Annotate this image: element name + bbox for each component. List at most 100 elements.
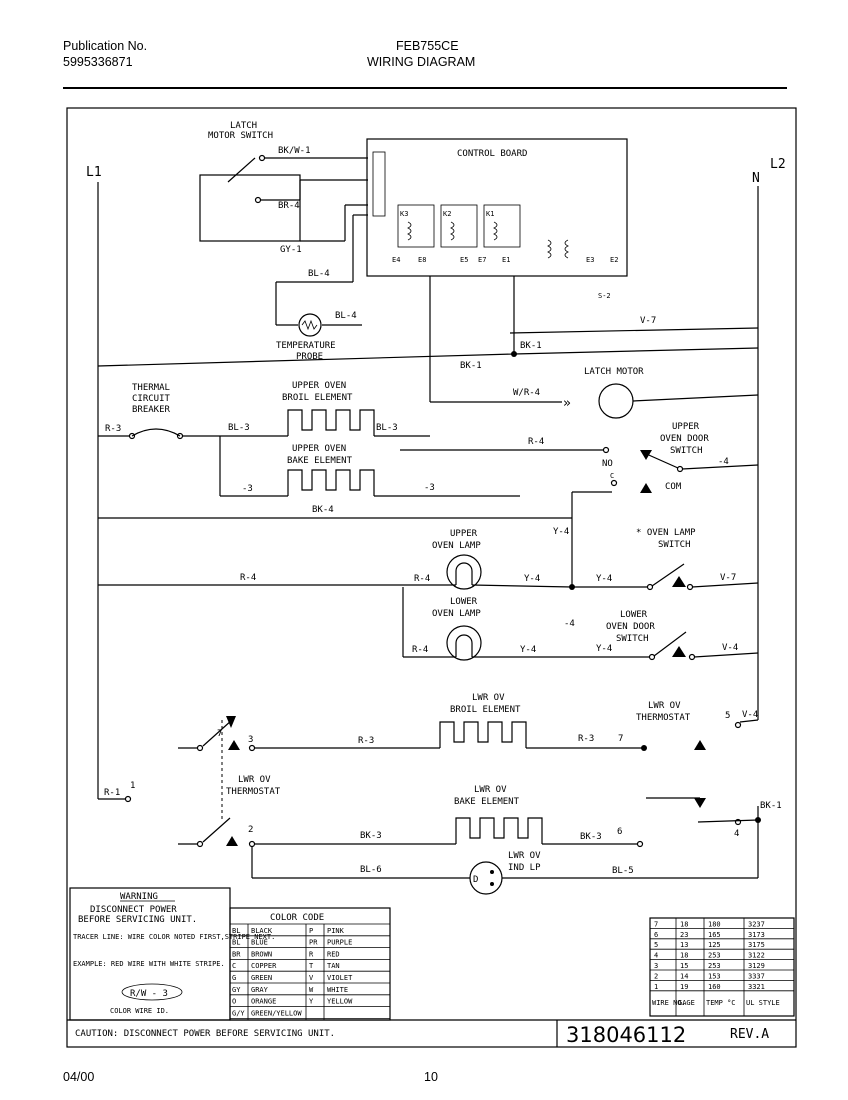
wire-bk3-a: BK-3 bbox=[360, 831, 382, 841]
temperature-probe-label-1: TEMPERATURE bbox=[276, 341, 336, 351]
lower-lamp-label-2: OVEN LAMP bbox=[432, 609, 481, 619]
relay-k3 bbox=[397, 204, 435, 248]
color-code-name: BLUE bbox=[251, 939, 268, 947]
wire-bl3-b: BL-3 bbox=[376, 423, 398, 433]
wire-spec-cell: 3175 bbox=[748, 941, 765, 949]
upper-door-switch-label-2: OVEN DOOR bbox=[660, 434, 709, 444]
color-code-abbrev: T bbox=[309, 962, 314, 970]
wire-spec-cell: 3129 bbox=[748, 962, 765, 970]
oven-lamp-switch-label-2: SWITCH bbox=[658, 540, 691, 550]
color-code-name: PINK bbox=[327, 927, 345, 935]
upper-lamp-symbol bbox=[446, 554, 482, 590]
relay-k2 bbox=[440, 204, 478, 248]
color-code-abbrev: Y bbox=[309, 998, 314, 1006]
wire-spec-cell: 15 bbox=[680, 962, 688, 970]
wire-y4-f: Y-4 bbox=[596, 644, 612, 654]
thermal-breaker-label-3: BREAKER bbox=[132, 405, 171, 415]
transformer-coil-2 bbox=[564, 239, 569, 259]
latch-switch-label-1: LATCH bbox=[230, 121, 257, 131]
relay-k3-label: K3 bbox=[400, 210, 408, 218]
cb-pin-e7: E7 bbox=[478, 256, 486, 264]
lwr-broil-element bbox=[439, 721, 527, 748]
wire-spec-cell: 18 bbox=[680, 952, 688, 960]
color-code-name: GRAY bbox=[251, 986, 269, 994]
color-code-abbrev: W bbox=[309, 986, 314, 994]
footer-date: 04/00 bbox=[63, 1070, 95, 1084]
terminal-6: 6 bbox=[617, 827, 622, 837]
wire-spec-cell: 3321 bbox=[748, 983, 765, 991]
wire-spec-cell: 3122 bbox=[748, 952, 765, 960]
lwr-thermostat-right-label-1: LWR OV bbox=[648, 701, 681, 711]
part-number: 318046112 bbox=[566, 1023, 686, 1047]
wire-spec-header: WIRE NO. bbox=[652, 999, 686, 1007]
latch-switch-terminal-nc bbox=[258, 154, 266, 162]
control-board-connector bbox=[372, 151, 386, 217]
wire-bk1-b: BK-1 bbox=[460, 361, 482, 371]
temperature-probe-symbol bbox=[298, 313, 322, 337]
lower-lamp-label-1: LOWER bbox=[450, 597, 478, 607]
color-code-abbrev: PR bbox=[309, 939, 318, 947]
wire-spec-cell: 180 bbox=[708, 920, 721, 928]
cb-pin-e5: E5 bbox=[460, 256, 468, 264]
color-code-name: WHITE bbox=[327, 986, 348, 994]
latch-switch-contact bbox=[227, 157, 256, 183]
relay-k3-coil bbox=[407, 221, 412, 241]
wire-spec-cell: 160 bbox=[708, 983, 721, 991]
wire-r3: R-3 bbox=[105, 424, 121, 434]
ind-lp-label-1: LWR OV bbox=[508, 851, 541, 861]
lwr-broil-label-1: LWR OV bbox=[472, 693, 505, 703]
cb-pin-e4: E4 bbox=[392, 256, 400, 264]
wire-spec-cell: 18 bbox=[680, 920, 688, 928]
lwr-broil-label-2: BROIL ELEMENT bbox=[450, 705, 521, 715]
wire-v4-b: V-4 bbox=[742, 710, 758, 720]
upper-broil-element bbox=[287, 409, 375, 436]
svg-text:D: D bbox=[473, 875, 478, 885]
wire-spec-cell: 4 bbox=[654, 952, 658, 960]
upper-bake-label-2: BAKE ELEMENT bbox=[287, 456, 353, 466]
wire-note-s2: S-2 bbox=[598, 292, 611, 300]
control-board-label: CONTROL BOARD bbox=[457, 149, 527, 159]
wire-spec-cell: 3173 bbox=[748, 931, 765, 939]
relay-k1-label: K1 bbox=[486, 210, 494, 218]
temperature-probe-label-2: PROBE bbox=[296, 352, 323, 362]
wire-bl3-a: BL-3 bbox=[228, 423, 250, 433]
diagram-frame bbox=[66, 107, 797, 1048]
wire-r4-d: R-4 bbox=[412, 645, 428, 655]
wire-spec-cell: 23 bbox=[680, 931, 688, 939]
lwr-bake-element bbox=[455, 817, 543, 844]
wire-spec-cell: 3337 bbox=[748, 972, 765, 980]
wire-spec-header: UL STYLE bbox=[746, 999, 780, 1007]
color-code-abbrev: G bbox=[232, 974, 236, 982]
ind-lp-label-2: IND LP bbox=[508, 863, 541, 873]
relay-k2-label: K2 bbox=[443, 210, 451, 218]
relay-k1 bbox=[483, 204, 521, 248]
upper-bake-element bbox=[287, 469, 375, 496]
wire-bl6: BL-6 bbox=[360, 865, 382, 875]
cb-pin-e3: E3 bbox=[586, 256, 594, 264]
color-code-name: ORANGE bbox=[251, 998, 276, 1006]
caution-text: CAUTION: DISCONNECT POWER BEFORE SERVICI… bbox=[75, 1029, 335, 1039]
publication-number: 5995336871 bbox=[63, 55, 133, 69]
lower-door-switch-label-1: LOWER bbox=[620, 610, 648, 620]
lower-lamp-symbol bbox=[446, 625, 482, 661]
thermal-breaker-label-1: THERMAL bbox=[132, 383, 170, 393]
wire-bl4-a: BL-4 bbox=[308, 269, 330, 279]
wire-bl4-b: BL-4 bbox=[335, 311, 357, 321]
wire-y4-e: Y-4 bbox=[520, 645, 536, 655]
color-code-name: YELLOW bbox=[327, 998, 353, 1006]
wire-spec-cell: 2 bbox=[654, 972, 658, 980]
upper-door-switch-label-3: SWITCH bbox=[670, 446, 703, 456]
lwr-thermostat-right-label-2: THERMOSTAT bbox=[636, 713, 691, 723]
wire-minus4-b: -4 bbox=[564, 619, 575, 629]
lwr-thermostat-left-label-1: LWR OV bbox=[238, 775, 271, 785]
wire-v7-a: V-7 bbox=[640, 316, 656, 326]
terminal-2: 2 bbox=[248, 825, 253, 835]
color-code-name: GREEN bbox=[251, 974, 272, 982]
color-code-name: BLACK bbox=[251, 927, 273, 935]
lwr-thermostat-left-label-2: THERMOSTAT bbox=[226, 787, 281, 797]
warning-line-2: BEFORE SERVICING UNIT. bbox=[78, 915, 197, 925]
terminal-c: C bbox=[610, 472, 614, 480]
lwr-bake-label-1: LWR OV bbox=[474, 785, 507, 795]
upper-broil-label-2: BROIL ELEMENT bbox=[282, 393, 353, 403]
